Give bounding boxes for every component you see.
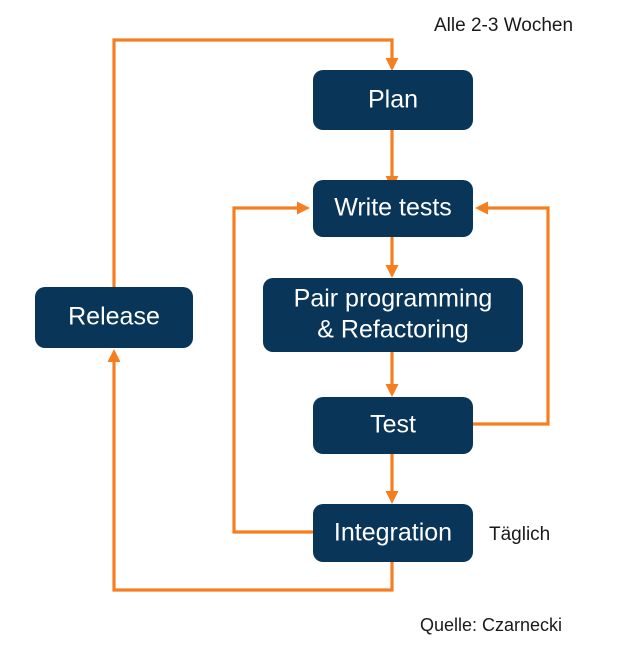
node-release[interactable]: Release <box>35 287 193 348</box>
flow-test-to-integration <box>385 454 399 504</box>
arrowhead-icon <box>385 384 399 397</box>
node-release-shape[interactable] <box>35 287 193 348</box>
node-write-tests-label: Write tests <box>334 194 452 222</box>
flow-release-to-plan <box>112 38 399 300</box>
node-test-shape[interactable] <box>313 397 473 454</box>
node-plan-shape[interactable] <box>313 70 473 130</box>
node-integration-label: Integration <box>334 519 452 547</box>
arrowhead-icon <box>385 58 399 71</box>
annotation-cadence-daily: Täglich <box>489 524 550 545</box>
arrowhead-icon <box>297 201 310 215</box>
node-write-tests[interactable]: Write tests <box>313 180 473 237</box>
annotation-source: Quelle: Czarnecki <box>420 615 562 635</box>
arrowhead-icon <box>475 201 488 215</box>
node-integration-shape[interactable] <box>313 504 473 562</box>
node-plan[interactable]: Plan <box>313 70 473 130</box>
flow-pair-to-test <box>385 352 399 397</box>
node-pair-programming-shape[interactable] <box>263 278 523 352</box>
flow-integration-to-write-tests-loop <box>232 201 313 534</box>
annotation-cadence-iteration: Alle 2-3 Wochen <box>434 15 573 36</box>
flow-write-tests-to-pair <box>385 237 399 278</box>
arrowhead-icon <box>385 491 399 504</box>
arrowhead-icon <box>385 265 399 278</box>
flow-integration-to-release <box>107 349 394 592</box>
node-test-label: Test <box>370 411 416 439</box>
node-write-tests-shape[interactable] <box>313 180 473 237</box>
node-release-label: Release <box>68 303 160 331</box>
node-pair-programming-label-line1: Pair programming <box>294 285 493 313</box>
node-plan-label: Plan <box>368 86 418 114</box>
node-test[interactable]: Test <box>313 397 473 454</box>
node-pair-programming-label-line2: & Refactoring <box>317 316 468 344</box>
node-pair-programming[interactable]: Pair programming & Refactoring <box>263 278 523 352</box>
flow-test-to-write-tests-loop <box>473 201 550 426</box>
arrowhead-icon <box>107 349 121 362</box>
node-integration[interactable]: Integration <box>313 504 473 562</box>
